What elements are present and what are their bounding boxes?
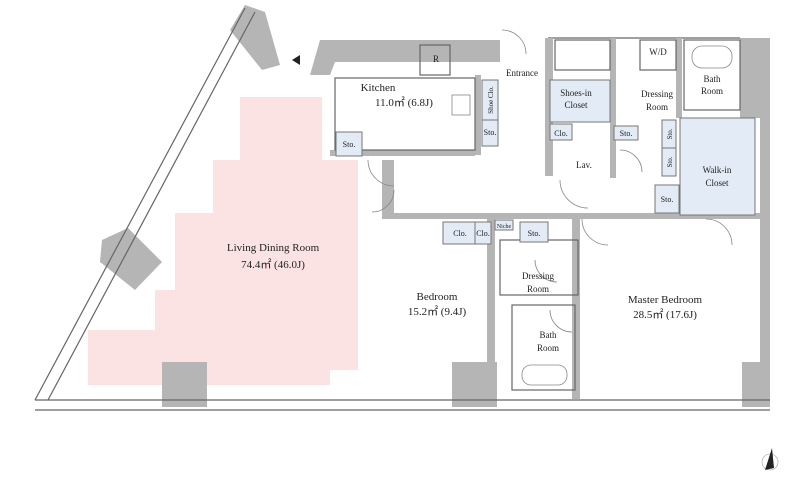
door-swings [367, 29, 733, 333]
kitchen-area: 11.0㎡ (6.8J) [375, 96, 433, 109]
closets [335, 79, 756, 245]
sto-vertical-2: Sto. [666, 156, 674, 167]
shoe-clo-label: Shoe Clo. [487, 86, 495, 114]
fridge-label: R [433, 54, 439, 64]
exterior-walls [34, 5, 770, 411]
dressing-room-1-label-2: Room [646, 102, 668, 112]
dressing-room-1-label-1: Dressing [641, 89, 673, 99]
entrance-label: Entrance [506, 68, 538, 78]
dressing-room-2-label-2: Room [527, 284, 549, 294]
room-bedroom: Bedroom 15.2㎡ (9.4J) [408, 291, 467, 318]
living-name: Living Dining Room [227, 242, 320, 254]
dressing-sto-label: Sto. [620, 129, 633, 138]
bath-room-1-label-1: Bath [704, 74, 721, 84]
bed-sto-label: Sto. [528, 229, 541, 238]
sto-vertical-1: Sto. [666, 128, 674, 139]
bed-clo-2-label: Clo. [476, 229, 490, 238]
bath-room-1-label-2: Room [701, 86, 723, 96]
kitchen-sto-label: Sto. [343, 140, 356, 149]
shoes-closet-label-1: Shoes-in [560, 88, 592, 98]
walkin-label-1: Walk-in [703, 165, 732, 175]
master-name: Master Bedroom [628, 294, 703, 306]
small-labels: R Sto. Shoe Clo. Sto. Clo. Sto. Sto. Sto… [343, 54, 674, 238]
bath-room-2-label-1: Bath [540, 330, 557, 340]
hall-sto-label: Sto. [484, 128, 497, 137]
dressing-room-2-label-1: Dressing [522, 271, 554, 281]
living-area: 74.4㎡ (46.0J) [241, 258, 305, 271]
hall-sto-2-label: Sto. [661, 195, 674, 204]
entry-arrow-icon [292, 55, 300, 65]
bath-room-2-label-2: Room [537, 343, 559, 353]
master-area: 28.5㎡ (17.6J) [633, 308, 697, 321]
living-floor-area [88, 97, 358, 385]
room-kitchen: Kitchen 11.0㎡ (6.8J) [361, 82, 434, 109]
lav-label: Lav. [576, 160, 592, 170]
walkin-label-2: Closet [705, 178, 729, 188]
kitchen-name: Kitchen [361, 82, 396, 94]
bed-clo-1-label: Clo. [453, 229, 467, 238]
shoes-closet-label-2: Closet [564, 100, 588, 110]
room-master-bedroom: Master Bedroom 28.5㎡ (17.6J) [628, 294, 703, 321]
bedroom-area: 15.2㎡ (9.4J) [408, 305, 467, 318]
room-living: Living Dining Room 74.4㎡ (46.0J) [227, 242, 320, 271]
niche-label: Niche [497, 224, 512, 230]
north-arrow-icon [761, 448, 779, 471]
bedroom-name: Bedroom [417, 291, 458, 303]
lav-clo-label: Clo. [554, 129, 568, 138]
wd-label: W/D [649, 47, 667, 57]
